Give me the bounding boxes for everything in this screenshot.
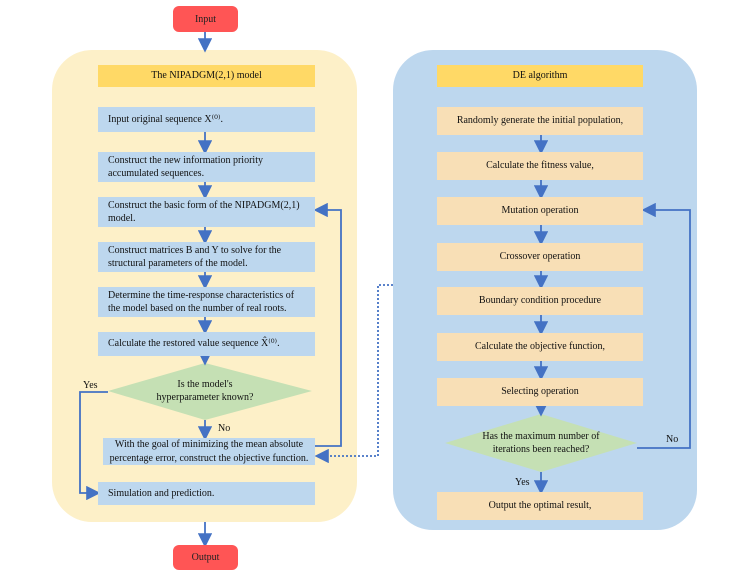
right-decision-text: Has the maximum number of iterations bee…: [482, 430, 600, 456]
de-mutation: Mutation operation: [437, 197, 643, 225]
step-restored: Calculate the restored value sequence X̂…: [98, 332, 315, 356]
left-yes-label: Yes: [83, 380, 98, 391]
step-accumulated: Construct the new information priority a…: [98, 152, 315, 182]
dotted-link: [314, 284, 393, 464]
de-selecting: Selecting operation: [437, 378, 643, 406]
step-time-response: Determine the time-response characterist…: [98, 287, 315, 317]
de-fitness: Calculate the fitness value,: [437, 152, 643, 180]
right-decision-diamond: [445, 414, 637, 472]
step-simulation: Simulation and prediction.: [98, 482, 315, 505]
step-objective: With the goal of minimizing the mean abs…: [103, 438, 315, 465]
de-crossover: Crossover operation: [437, 243, 643, 271]
de-init-population: Randomly generate the initial population…: [437, 107, 643, 135]
output-terminal: Output: [173, 545, 238, 570]
step-input-sequence: Input original sequence X⁽⁰⁾.: [98, 107, 315, 132]
nipadgm-title: The NIPADGM(2,1) model: [98, 65, 315, 87]
right-no-label: No: [666, 434, 679, 445]
de-objective: Calculate the objective function,: [437, 333, 643, 361]
left-no-label: No: [218, 423, 231, 434]
input-terminal: Input: [173, 6, 238, 32]
de-boundary: Boundary condition procedure: [437, 287, 643, 315]
step-matrices: Construct matrices B and Y to solve for …: [98, 242, 315, 272]
left-decision-diamond: [108, 363, 312, 420]
de-title: DE algorithm: [437, 65, 643, 87]
step-basic-form: Construct the basic form of the NIPADGM(…: [98, 197, 315, 227]
left-decision-text: Is the model's hyperparameter known?: [156, 378, 254, 404]
de-output: Output the optimal result,: [437, 492, 643, 520]
right-yes-label: Yes: [515, 477, 530, 488]
